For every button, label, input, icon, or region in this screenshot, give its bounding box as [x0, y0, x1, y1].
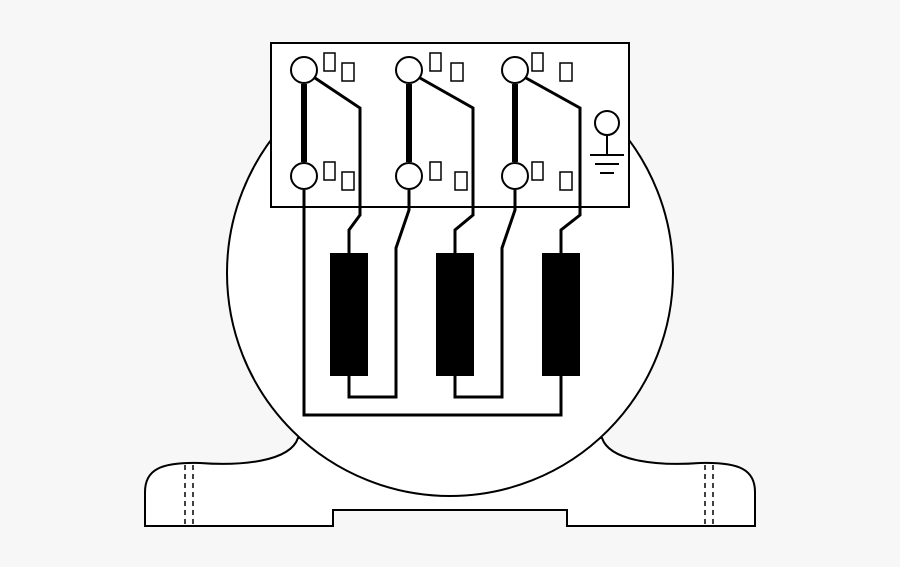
earth-ground-icon	[590, 110, 624, 174]
terminal-top-3	[501, 56, 529, 84]
winding-3	[542, 253, 580, 376]
wiring	[301, 76, 582, 417]
winding-1	[330, 253, 368, 376]
terminal-top-2	[395, 56, 423, 84]
terminal-bottom-1	[290, 162, 318, 190]
terminal-bottom-3	[501, 162, 529, 190]
terminal-label-glyphs	[323, 52, 573, 191]
terminal-top-1	[290, 56, 318, 84]
terminal-bottom-2	[395, 162, 423, 190]
winding-2	[436, 253, 474, 376]
